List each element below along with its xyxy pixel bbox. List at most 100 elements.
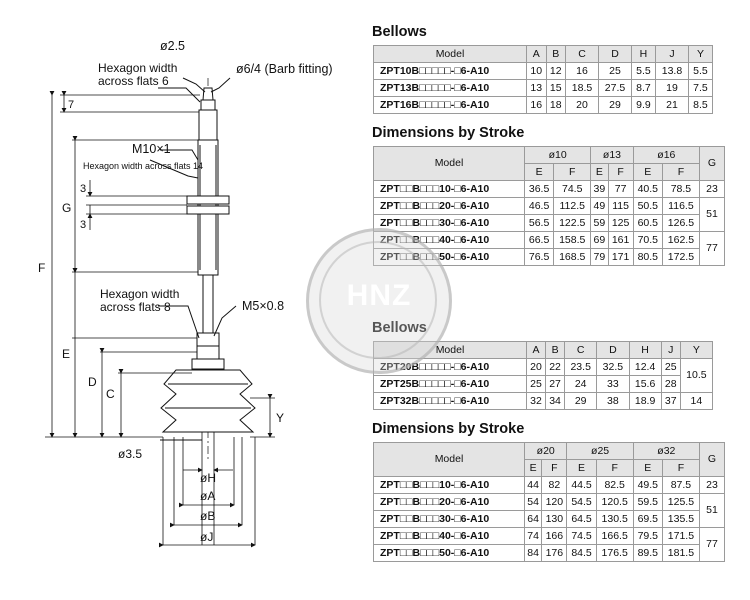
value-cell: 162.5	[661, 231, 701, 249]
value-cell: 64.5	[566, 510, 597, 528]
col-header: D	[598, 45, 632, 63]
value-cell: 120.5	[595, 493, 634, 511]
value-cell: 33	[596, 375, 630, 393]
dim-B: øB	[200, 509, 215, 523]
col-header: J	[660, 341, 681, 359]
value-cell: 59.5	[632, 493, 663, 511]
value-cell: 15	[545, 79, 567, 97]
value-cell: 76.5	[523, 248, 555, 266]
value-cell: 29	[598, 96, 632, 114]
value-cell: 21	[654, 96, 689, 114]
value-cell: 23.5	[564, 358, 598, 376]
dim-d25: ø2.5	[160, 39, 185, 53]
value-cell: 82.5	[595, 476, 634, 494]
value-cell: 60.5	[632, 214, 663, 232]
col-header: J	[654, 45, 689, 63]
group-header: ø32	[632, 442, 701, 460]
value-cell: 74.5	[553, 180, 592, 198]
value-cell: 181.5	[661, 544, 701, 562]
label-hex8-line1: Hexagon width	[100, 287, 179, 301]
value-cell: 32.5	[596, 358, 630, 376]
watermark-logo: HNZ	[306, 228, 452, 374]
value-cell: 18.5	[565, 79, 599, 97]
dim-Y: Y	[276, 411, 284, 425]
label-m5: M5×0.8	[242, 299, 284, 313]
value-cell: 20	[525, 358, 547, 376]
value-cell: 74	[523, 527, 543, 545]
sub-header: F	[661, 163, 701, 181]
col-header-g: G	[699, 442, 725, 477]
model-cell: ZPT□□B□□□20-□6-A10	[373, 493, 525, 511]
value-cell: 56.5	[523, 214, 555, 232]
value-cell: 125.5	[661, 493, 701, 511]
col-header: H	[630, 45, 656, 63]
value-cell: 50.5	[632, 197, 663, 215]
value-cell: 80.5	[632, 248, 663, 266]
value-cell: 18	[545, 96, 567, 114]
value-cell: 22	[545, 358, 566, 376]
value-cell: 40.5	[632, 180, 663, 198]
dim-E: E	[62, 347, 70, 361]
model-cell: ZPT□□B□□□50-□6-A10	[373, 544, 525, 562]
value-cell: 18.9	[628, 392, 662, 410]
value-cell: 49.5	[632, 476, 663, 494]
sub-header: F	[607, 163, 634, 181]
value-cell: 25	[598, 62, 632, 80]
value-cell: 10	[526, 62, 547, 80]
value-cell: 79	[590, 248, 609, 266]
label-hex8-line2: across flats 8	[100, 300, 171, 314]
col-header: A	[526, 45, 547, 63]
value-cell: 20	[565, 96, 599, 114]
label-hex14: Hexagon width across flats 14	[83, 161, 203, 171]
model-cell: ZPT□□B□□□30-□6-A10	[373, 510, 525, 528]
sub-header: F	[595, 459, 634, 477]
value-cell: 28	[660, 375, 681, 393]
value-cell: 87.5	[661, 476, 701, 494]
value-cell: 27	[545, 375, 566, 393]
value-cell: 135.5	[661, 510, 701, 528]
value-cell: 39	[590, 180, 609, 198]
value-cell: 8.5	[687, 96, 714, 114]
y-value-cell: 10.5	[679, 358, 714, 393]
sub-header: E	[632, 163, 663, 181]
g-value-cell: 23	[699, 180, 725, 198]
value-cell: 84.5	[566, 544, 597, 562]
value-cell: 36.5	[523, 180, 555, 198]
vacuum-pad-drawing: ø2.5 Hexagon width across flats 6 ø6/4 (…	[38, 39, 333, 548]
value-cell: 120	[541, 493, 568, 511]
value-cell: 5.5	[687, 62, 714, 80]
group-header: ø16	[632, 146, 701, 164]
section-title-stroke-1: Dimensions by Stroke	[372, 125, 525, 141]
value-cell: 27.5	[598, 79, 632, 97]
value-cell: 70.5	[632, 231, 663, 249]
value-cell: 44	[523, 476, 543, 494]
value-cell: 125	[607, 214, 634, 232]
dim-H: øH	[200, 471, 216, 485]
model-cell: ZPT25B□□□□□-□6-A10	[373, 375, 527, 393]
g-value-cell: 77	[699, 527, 725, 562]
dim-J: øJ	[200, 530, 213, 544]
value-cell: 8.7	[630, 79, 656, 97]
label-barb: ø6/4 (Barb fitting)	[236, 62, 333, 76]
group-header: ø13	[590, 146, 634, 164]
value-cell: 54.5	[566, 493, 597, 511]
model-cell: ZPT16B□□□□□-□6-A10	[373, 96, 527, 114]
dim-G: G	[62, 201, 71, 215]
value-cell: 69	[590, 231, 609, 249]
label-hex6-line1: Hexagon width	[98, 61, 177, 75]
value-cell: 84	[523, 544, 543, 562]
value-cell: 25	[525, 375, 547, 393]
